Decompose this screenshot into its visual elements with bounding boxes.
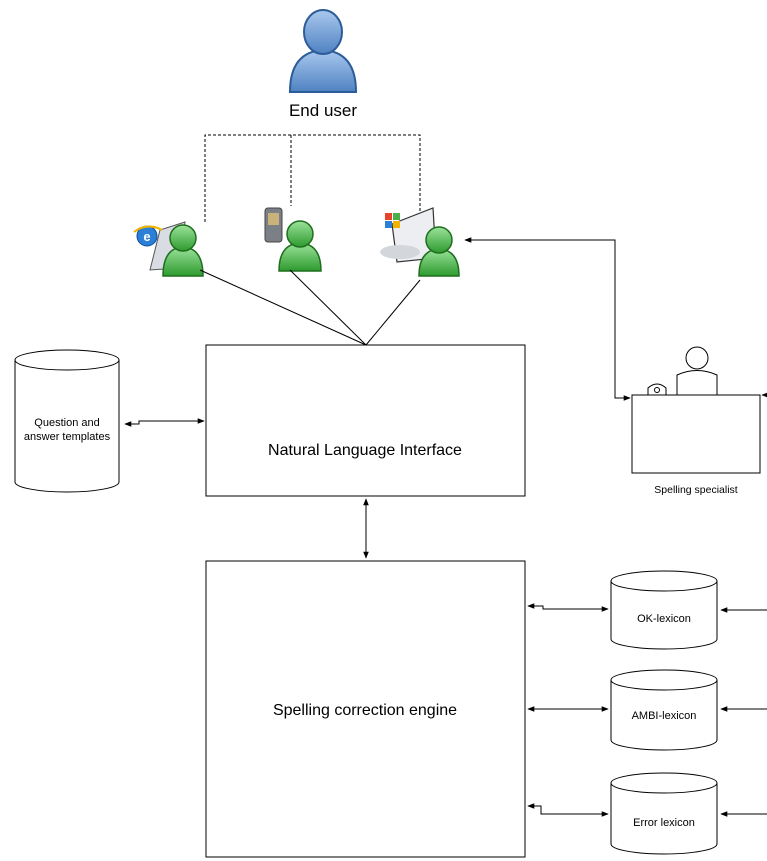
client-user-icon <box>278 220 322 272</box>
client-user-icon <box>162 224 204 277</box>
end-user-dashed-bracket <box>204 134 421 222</box>
spelling-specialist-label: Spelling specialist <box>654 484 738 496</box>
end-user-label: End user <box>289 101 357 120</box>
nli-label: Natural Language Interface <box>268 442 462 459</box>
mobile-phone-client <box>264 207 322 272</box>
templates-label-line2: answer templates <box>24 431 111 443</box>
ok-lexicon-engine-arrow <box>527 603 609 612</box>
templates-database <box>14 349 120 493</box>
telephone-icon <box>647 383 667 396</box>
engine-box <box>205 560 526 858</box>
ok-lexicon-label: OK-lexicon <box>637 613 691 625</box>
client-user-icon <box>418 226 460 277</box>
specialist-desk <box>631 394 761 474</box>
error-lexicon-engine-arrow <box>527 803 609 817</box>
templates-nli-arrow <box>124 418 205 427</box>
ambi-lexicon-label: AMBI-lexicon <box>632 710 697 722</box>
error-lexicon-database <box>610 772 718 855</box>
error-lexicon-label: Error lexicon <box>633 817 695 829</box>
mobile-phone-icon <box>264 207 283 243</box>
specialist-client-arrow <box>464 237 631 401</box>
device-connector-lines <box>199 269 421 346</box>
templates-label-line1: Question and <box>34 417 99 429</box>
spelling-specialist-icon <box>631 346 761 474</box>
desktop-computer-client <box>380 207 460 277</box>
engine-label: Spelling correction engine <box>273 702 457 719</box>
end-user-icon <box>288 9 358 93</box>
svg-text:e: e <box>143 229 150 244</box>
ambi-lexicon-database <box>610 669 718 751</box>
nli-box <box>205 344 526 497</box>
ok-lexicon-database <box>610 570 718 650</box>
web-browser-client: e <box>133 221 204 277</box>
